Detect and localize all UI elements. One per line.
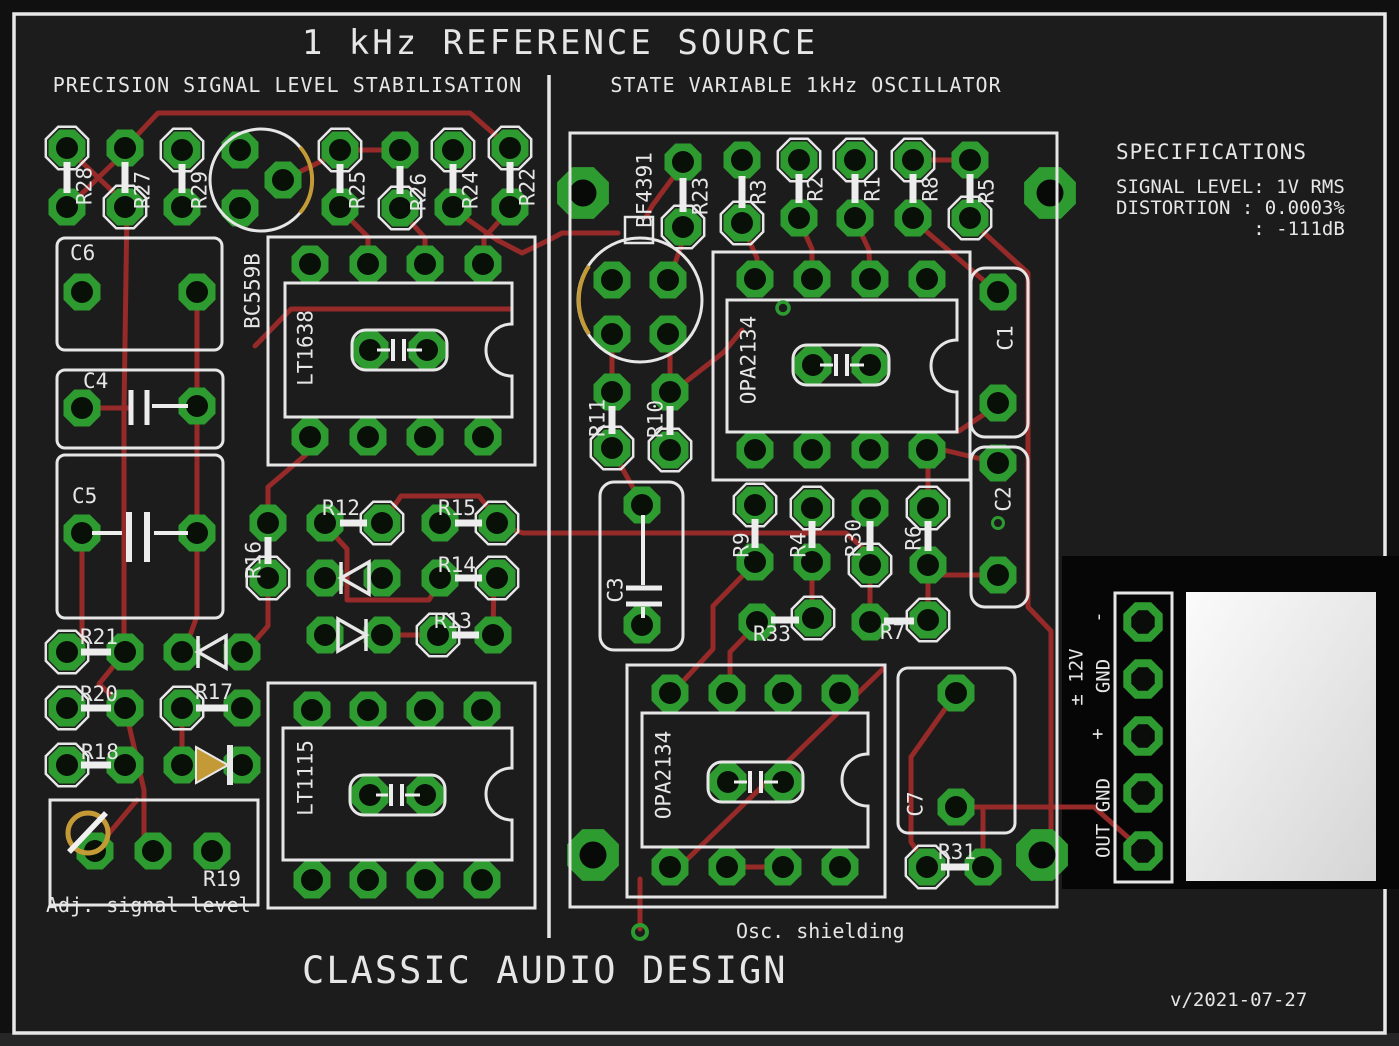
connector-outline <box>1113 591 1174 884</box>
lt1638-body <box>283 281 514 419</box>
label-c6: C6 <box>70 241 96 265</box>
opa2134-top-body <box>725 298 959 434</box>
label-r31: R31 <box>938 840 976 864</box>
lt1115-body <box>281 726 514 862</box>
via-dots <box>631 300 1005 941</box>
adj-signal-note: Adj. signal level <box>46 893 251 917</box>
diode-symbols <box>194 558 371 785</box>
label-c3: C3 <box>603 577 628 603</box>
label-r1: R1 <box>860 176 885 202</box>
label-pin-minus: - <box>1087 611 1110 623</box>
label-r11: R11 <box>585 399 610 437</box>
label-r29: R29 <box>187 171 212 209</box>
label-r13: R13 <box>434 609 472 633</box>
label-r28: R28 <box>72 167 97 205</box>
label-r23: R23 <box>688 177 713 215</box>
label-pin-out-gnd: OUT GND <box>1092 777 1115 859</box>
capacitor-symbols <box>92 339 864 806</box>
opa2134-bottom-body <box>640 711 870 849</box>
label-r10: R10 <box>643 400 668 438</box>
label-c5: C5 <box>72 484 98 508</box>
spec-distortion-db: : -111dB <box>1116 218 1345 240</box>
silkscreen-layer <box>48 75 1059 938</box>
lt1638-outline <box>266 235 537 467</box>
section-header-left: PRECISION SIGNAL LEVEL STABILISATION <box>52 73 523 97</box>
bottom-strip <box>0 1033 1399 1046</box>
brand-text: CLASSIC AUDIO DESIGN <box>302 949 788 992</box>
label-opa2134-top: OPA2134 <box>736 315 761 405</box>
c5-outline <box>55 453 225 620</box>
label-r25: R25 <box>345 171 370 209</box>
label-r7: R7 <box>880 620 906 644</box>
c1-outline <box>969 266 1030 439</box>
label-opa2134-bottom: OPA2134 <box>651 730 676 820</box>
c3-outline <box>598 480 685 652</box>
section-header-right: STATE VARIABLE 1kHz OSCILLATOR <box>610 73 1002 97</box>
label-c1: C1 <box>993 325 1018 351</box>
label-plate <box>1186 592 1376 881</box>
resistor-bodies <box>63 162 974 871</box>
label-pin-plus: + <box>1086 728 1109 740</box>
label-r19: R19 <box>203 867 241 891</box>
label-lt1115: LT1115 <box>293 740 318 816</box>
page-title: 1 kHz REFERENCE SOURCE <box>301 23 819 63</box>
label-r20: R20 <box>80 682 118 706</box>
label-r2: R2 <box>803 176 828 202</box>
label-r16: R16 <box>241 541 266 579</box>
gold-details <box>65 145 591 856</box>
label-r14: R14 <box>438 553 476 577</box>
label-r12: R12 <box>322 496 360 520</box>
label-bf4391: BF4391 <box>632 152 657 228</box>
spec-signal-level: SIGNAL LEVEL: 1V RMS <box>1116 176 1345 198</box>
label-c4: C4 <box>83 369 109 393</box>
led-symbol <box>195 745 231 785</box>
label-c2: C2 <box>991 486 1016 512</box>
lt1115-outline <box>266 681 537 910</box>
label-r8: R8 <box>918 176 943 202</box>
r19-outline <box>48 798 260 907</box>
trimmer-ring <box>65 810 111 856</box>
label-bc559b: BC559B <box>240 253 265 329</box>
label-r15: R15 <box>438 496 476 520</box>
label-r24: R24 <box>458 171 483 209</box>
c7-outline <box>896 666 1017 835</box>
label-r21: R21 <box>80 625 118 649</box>
label-r33: R33 <box>753 622 791 646</box>
specs-heading: SPECIFICATIONS <box>1116 140 1308 164</box>
label-r30: R30 <box>841 519 866 557</box>
label-pin-gnd: GND <box>1092 658 1115 694</box>
version-text: v/2021-07-27 <box>1170 989 1308 1011</box>
label-c7: C7 <box>903 791 928 817</box>
board-outline <box>568 131 1059 909</box>
label-r9: R9 <box>729 532 754 558</box>
spec-distortion-pct: DISTORTION : 0.0003% <box>1116 197 1345 219</box>
label-r26: R26 <box>406 173 431 211</box>
osc-shielding-note: Osc. shielding <box>736 919 905 943</box>
trimmer-wiper <box>67 811 108 854</box>
bf4391-tab <box>623 215 655 245</box>
label-r17: R17 <box>195 680 233 704</box>
label-supply-12v: ± 12V <box>1065 648 1088 706</box>
c6-outline <box>55 236 224 352</box>
label-r6: R6 <box>901 525 926 551</box>
label-r18: R18 <box>81 740 119 764</box>
label-r22: R22 <box>515 168 540 206</box>
label-r5: R5 <box>974 178 999 204</box>
connector-group <box>1113 591 1174 884</box>
label-r27: R27 <box>130 171 155 209</box>
c4-outline <box>55 368 225 450</box>
opa2134-bottom-outline <box>625 663 887 899</box>
label-lt1638: LT1638 <box>293 310 318 386</box>
c2-outline <box>969 445 1030 609</box>
label-r3: R3 <box>746 179 771 205</box>
label-r4: R4 <box>786 532 811 558</box>
